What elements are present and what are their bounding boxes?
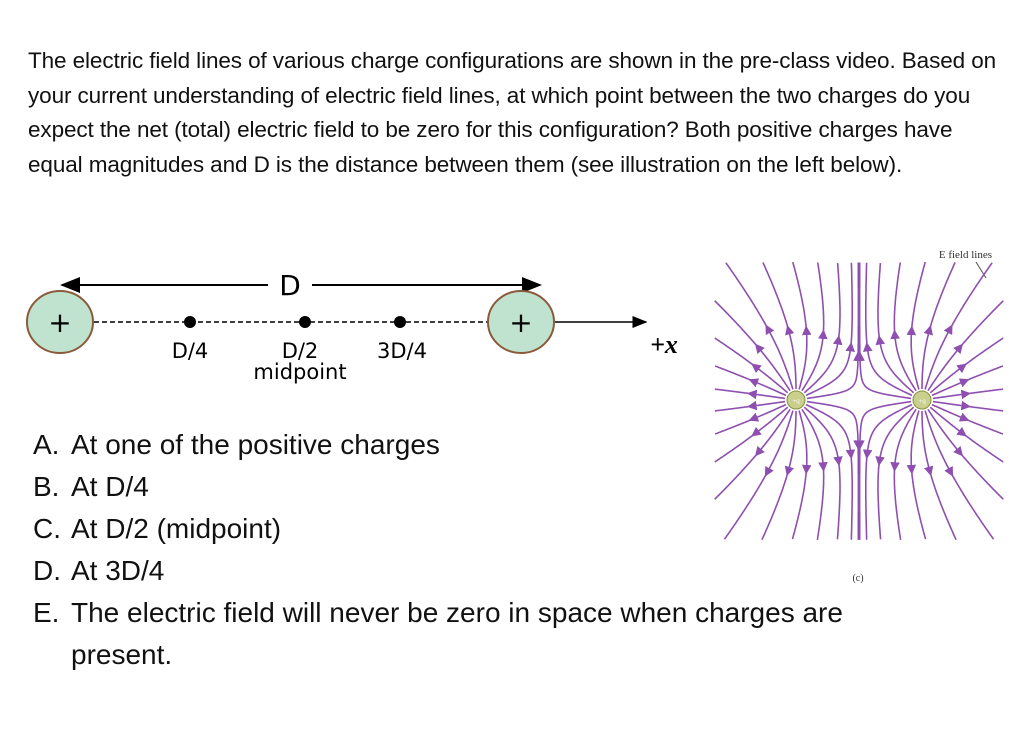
point-label-3d4: 3D/4 <box>377 339 427 363</box>
field-line-arrow <box>754 445 765 457</box>
choice-c-letter: C. <box>33 513 61 544</box>
field-line <box>877 406 915 540</box>
field-line <box>927 408 1004 500</box>
field-figure-title: E field lines <box>939 249 992 261</box>
right-charge-sign: + <box>509 306 532 339</box>
choice-e-letter: E. <box>33 597 60 628</box>
field-line <box>865 262 913 397</box>
choice-a-letter: A. <box>33 429 60 460</box>
x-axis-label: +x <box>650 330 678 359</box>
field-line-arrow <box>953 445 964 457</box>
field-line <box>806 400 860 540</box>
field-line <box>865 403 913 540</box>
field-line-arrow <box>765 324 775 336</box>
field-line-arrow <box>751 426 762 437</box>
field-charge-right: +q <box>912 390 932 410</box>
field-lines <box>714 261 1004 541</box>
right-positive-charge: + <box>487 290 555 354</box>
field-figure-caption: (c) <box>852 573 863 584</box>
field-line <box>910 410 927 540</box>
field-line-arrow <box>944 465 954 477</box>
field-line <box>805 403 853 540</box>
field-line <box>805 262 853 397</box>
question-text: The electric field lines of various char… <box>28 48 997 177</box>
field-line <box>801 408 825 541</box>
midpoint-label: midpoint <box>253 360 346 384</box>
point-d2 <box>299 316 311 328</box>
field-line-arrow <box>751 363 762 374</box>
choice-b-text: At D/4 <box>71 471 149 502</box>
field-line-arrow <box>953 343 964 355</box>
field-line-arrow <box>754 343 765 355</box>
field-line <box>725 262 794 390</box>
choice-c-text: At D/2 (midpoint) <box>71 513 282 544</box>
field-line <box>924 410 995 540</box>
choice-a[interactable]: A. At one of the positive charges <box>33 424 951 466</box>
field-line <box>921 262 956 389</box>
point-label-d2: D/2 <box>282 339 319 363</box>
left-charge-sign: + <box>48 306 71 339</box>
left-positive-charge: + <box>26 290 94 354</box>
choice-c[interactable]: C. At D/2 (midpoint) <box>33 508 951 550</box>
field-line <box>791 410 808 540</box>
field-line <box>858 400 912 540</box>
choice-d-text: At 3D/4 <box>71 555 165 586</box>
field-title-pointer <box>975 261 987 279</box>
field-line-arrow <box>943 324 953 336</box>
field-line <box>858 262 912 400</box>
field-charge-left-label: +q <box>792 397 800 405</box>
field-charge-left: +q <box>786 390 806 410</box>
distance-label: D <box>279 269 301 302</box>
choice-a-text: At one of the positive charges <box>71 429 440 460</box>
point-label-d4: D/4 <box>172 339 209 363</box>
field-line <box>893 262 917 392</box>
field-line <box>877 263 915 394</box>
field-line <box>723 410 794 540</box>
field-lines-figure: E field lines +q +q (c) <box>714 249 1004 584</box>
field-line-arrow <box>764 465 774 477</box>
choice-d-letter: D. <box>33 555 61 586</box>
field-line <box>893 408 917 541</box>
field-charge-right-label: +q <box>918 397 926 405</box>
field-line <box>762 262 797 389</box>
field-line <box>803 263 841 394</box>
charge-line-diagram: D + + +x D/4 D/2 midpoint 3D/4 <box>26 269 678 384</box>
field-line <box>921 411 957 541</box>
field-line <box>801 262 825 392</box>
point-d4 <box>184 316 196 328</box>
point-3d4 <box>394 316 406 328</box>
field-line <box>761 411 797 541</box>
field-line-arrow <box>956 363 967 374</box>
field-line <box>924 262 993 390</box>
choice-d[interactable]: D. At 3D/4 <box>33 550 951 592</box>
field-line <box>806 262 860 400</box>
answer-choices: A. At one of the positive charges B. At … <box>33 424 951 676</box>
choice-b[interactable]: B. At D/4 <box>33 466 951 508</box>
choice-e-text: The electric field will never be zero in… <box>71 597 843 670</box>
field-line <box>714 300 791 392</box>
choice-e[interactable]: E. The electric field will never be zero… <box>33 592 951 676</box>
field-line <box>714 408 791 500</box>
field-line-arrow <box>956 426 967 437</box>
choice-b-letter: B. <box>33 471 60 502</box>
field-line <box>803 406 841 540</box>
field-line <box>927 300 1004 392</box>
